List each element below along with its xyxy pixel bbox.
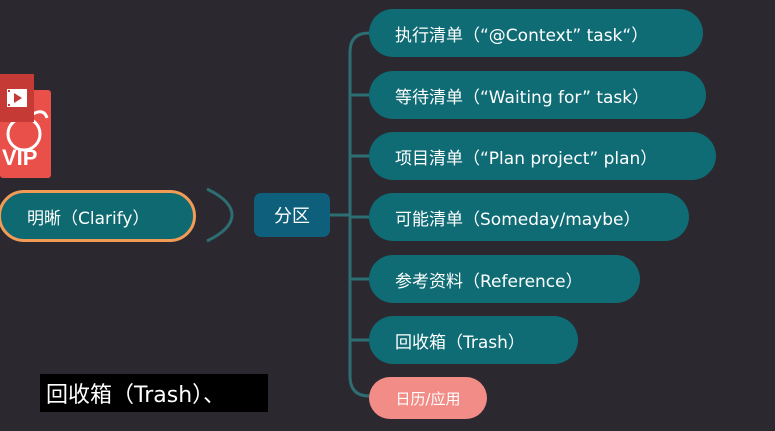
vip-logo[interactable]: VIP: [0, 74, 51, 178]
leaf-node-label: 参考资料（Reference）: [395, 271, 583, 292]
leaf-node-label: 可能清单（Someday/maybe）: [395, 209, 641, 230]
branch-node-partition[interactable]: 分区: [254, 193, 330, 237]
leaf-node-someday-list[interactable]: 可能清单（Someday/maybe）: [369, 193, 689, 241]
leaf-node-label: 项目清单（“Plan project” plan）: [395, 148, 658, 169]
root-node-clarify[interactable]: 明晰（Clarify）: [0, 190, 196, 242]
subtitle-text: 回收箱（Trash）、: [46, 383, 226, 408]
vip-text: VIP: [2, 145, 38, 170]
leaf-node-label: 日历/应用: [395, 389, 461, 408]
leaf-node-reference[interactable]: 参考资料（Reference）: [369, 255, 640, 303]
leaf-node-label: 等待清单（“Waiting for” task）: [395, 87, 650, 108]
root-node-label: 明晰（Clarify）: [27, 208, 150, 229]
leaf-node-trash[interactable]: 回收箱（Trash）: [369, 316, 578, 364]
leaf-node-waiting-list[interactable]: 等待清单（“Waiting for” task）: [369, 71, 706, 119]
leaf-node-project-list[interactable]: 项目清单（“Plan project” plan）: [369, 132, 716, 180]
leaf-node-label: 回收箱（Trash）: [395, 332, 525, 353]
video-subtitle: 回收箱（Trash）、: [40, 374, 268, 412]
leaf-node-label: 执行清单（“@Context” task“）: [395, 25, 649, 46]
leaf-node-execution-list[interactable]: 执行清单（“@Context” task“）: [369, 9, 703, 57]
branch-node-label: 分区: [274, 206, 310, 227]
play-icon: [0, 74, 34, 122]
leaf-node-calendar-app[interactable]: 日历/应用: [369, 377, 487, 419]
